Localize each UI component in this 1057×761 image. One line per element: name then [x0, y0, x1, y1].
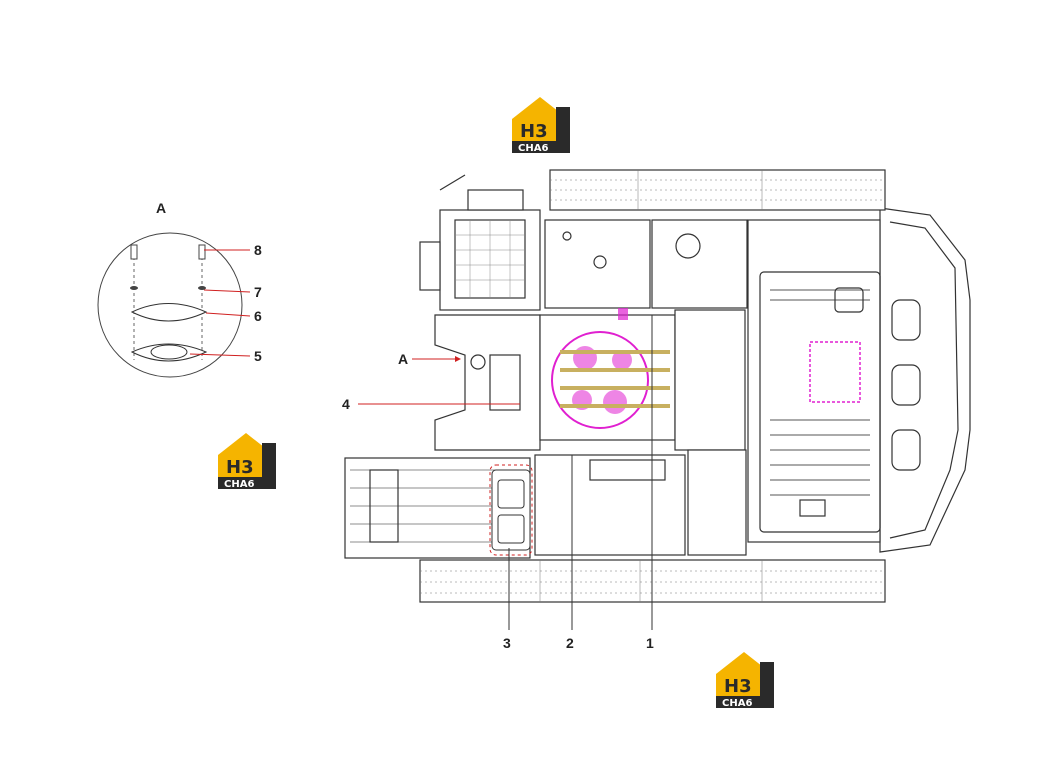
callout-7: 7	[254, 284, 262, 300]
callout-5: 5	[254, 348, 262, 364]
logo-word-text: CHA6	[722, 698, 752, 709]
logo-watermark-left: H3 CHA6	[218, 433, 276, 490]
detail-view-a: A 8 7 6 5	[97, 200, 262, 378]
callout-1: 1	[646, 635, 654, 651]
callout-2: 2	[566, 635, 574, 651]
callout-3: 3	[503, 635, 511, 651]
main-callouts: A 4 3 2 1	[342, 315, 654, 651]
logo-watermark-bottom: H3 CHA6	[716, 652, 774, 709]
callout-4: 4	[342, 396, 350, 412]
logo-mark-text: H3	[226, 457, 254, 478]
callout-6: 6	[254, 308, 262, 324]
swing-motor-highlight	[551, 308, 861, 429]
filter-assembly	[489, 464, 533, 556]
bottom-walkway-grid	[420, 560, 885, 602]
logo-watermark-top: H3 CHA6	[512, 97, 570, 154]
logo-word-text: CHA6	[518, 143, 548, 154]
logo-mark-text: H3	[724, 676, 752, 697]
top-walkway-grid	[550, 170, 885, 210]
view-a-marker: A	[398, 351, 408, 367]
logo-word-text: CHA6	[224, 479, 254, 490]
logo-mark-text: H3	[520, 121, 548, 142]
callout-8: 8	[254, 242, 262, 258]
detail-view-label: A	[156, 200, 166, 216]
